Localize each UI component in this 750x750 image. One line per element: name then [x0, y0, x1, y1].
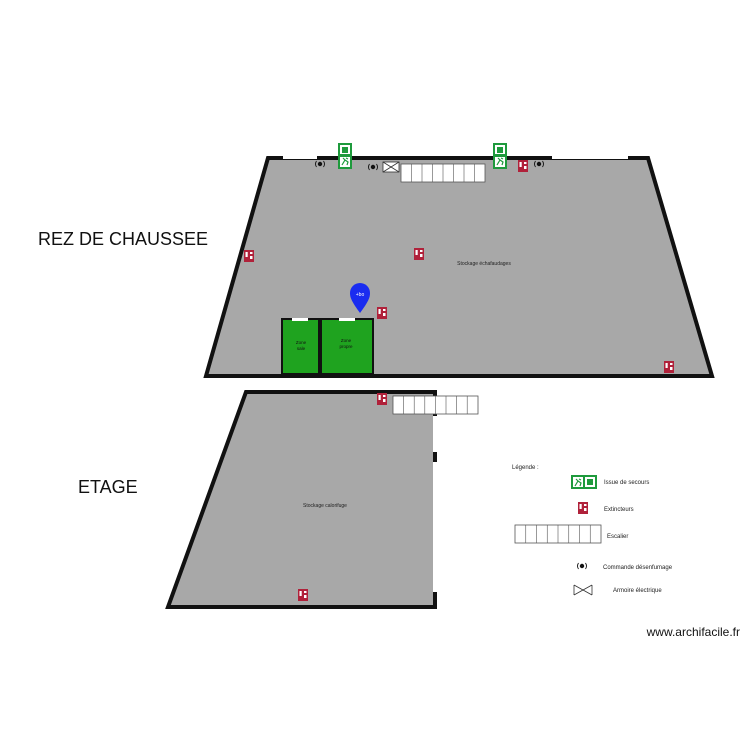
upper-storage-label: Stockage calorifuge [303, 503, 347, 509]
window [283, 155, 317, 159]
fire-extinguisher-icon [518, 160, 528, 172]
legend-item-smoke-vent: Commande désenfumage [603, 565, 673, 571]
ground-floor-plan: Stockage échafaudages Zone sale Zone pro… [203, 142, 715, 378]
legend-item-extinguisher: Extincteurs [604, 507, 634, 513]
electrical-cabinet-icon [573, 584, 593, 596]
fire-extinguisher-icon [414, 248, 424, 260]
emergency-exit-icon [337, 142, 353, 170]
zone-clean: Zone propre [320, 318, 374, 375]
legend-item-stairs: Escalier [607, 534, 628, 540]
emergency-exit-icon [570, 474, 598, 490]
ground-storage-label: Stockage échafaudages [457, 261, 511, 267]
map-marker-icon: +bo [350, 283, 370, 313]
legend-item-exit: Issue de secours [604, 480, 649, 486]
fire-extinguisher-icon [578, 502, 588, 514]
ground-floor-title: REZ DE CHAUSSEE [38, 229, 208, 249]
legend-title: Légende : [512, 465, 539, 471]
zone-dirty-label-line2: sale [297, 346, 306, 351]
fire-extinguisher-icon [298, 589, 308, 601]
map-marker-label: +bo [356, 292, 365, 298]
staircase-icon [392, 395, 479, 415]
fire-extinguisher-icon [664, 361, 674, 373]
upper-floor-outline [165, 390, 437, 609]
zone-clean-label-line1: Zone [341, 338, 352, 343]
electrical-cabinet-icon [382, 161, 400, 173]
zone-dirty-label-line1: Zone [296, 340, 307, 345]
window [433, 416, 437, 452]
zone-clean-label-line2: propre [339, 344, 353, 349]
smoke-vent-control-icon [577, 562, 587, 570]
legend: Légende : Issue de secours Extincteurs E… [512, 465, 673, 596]
window [552, 155, 628, 159]
window [433, 462, 437, 592]
legend-item-electrical: Armoire électrique [613, 588, 662, 594]
fire-extinguisher-icon [377, 393, 387, 405]
upper-floor-plan: Stockage calorifuge [165, 390, 479, 609]
fire-extinguisher-icon [244, 250, 254, 262]
fire-extinguisher-icon [377, 307, 387, 319]
emergency-exit-icon [492, 142, 508, 170]
upper-floor-title: ETAGE [78, 477, 138, 497]
staircase-icon [514, 524, 602, 544]
credit-watermark: www.archifacile.fr [646, 625, 740, 639]
zone-dirty: Zone sale [281, 318, 320, 375]
staircase-icon [400, 163, 486, 183]
